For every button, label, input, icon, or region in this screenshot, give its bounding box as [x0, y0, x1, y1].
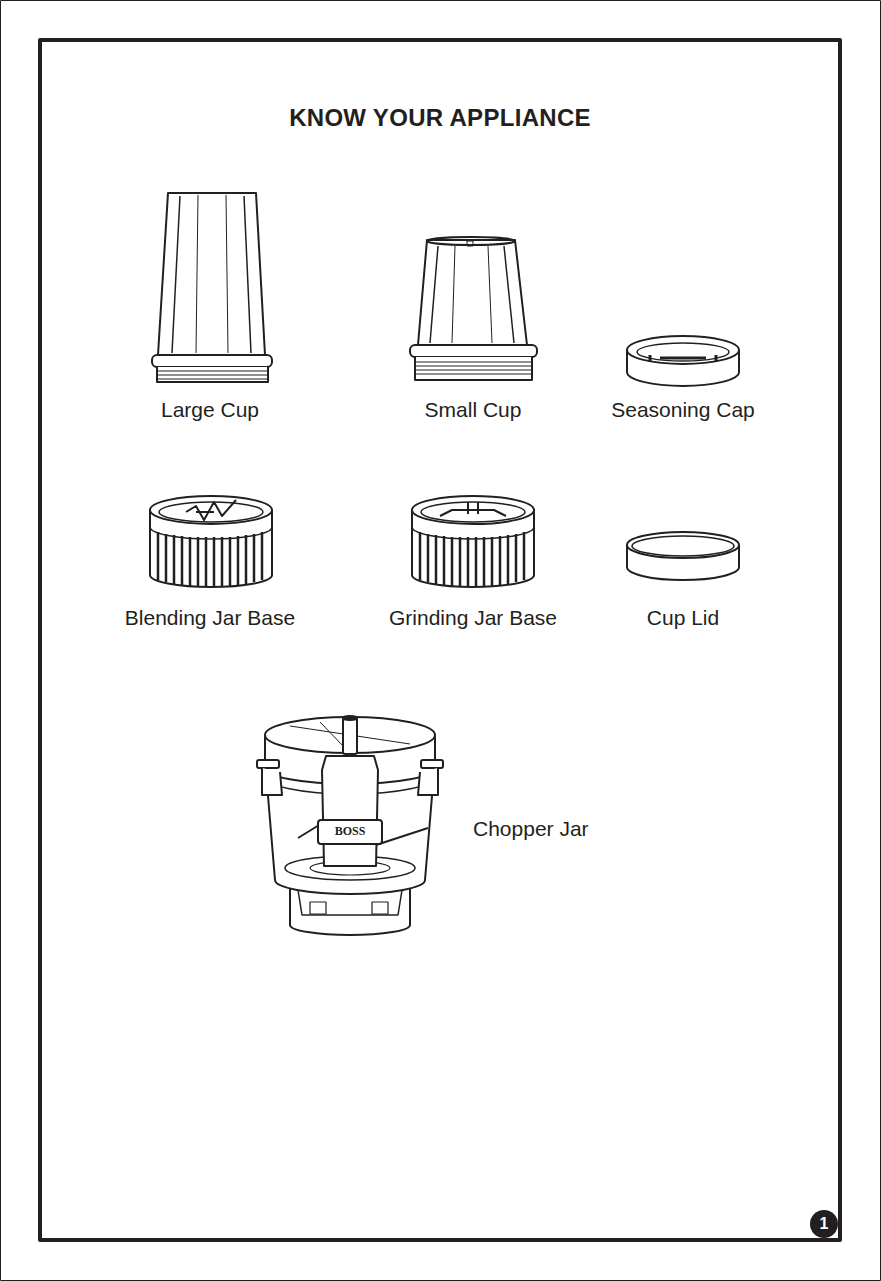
brand-mark: BOSS — [333, 824, 368, 839]
page-number-disc: 1 — [810, 1210, 838, 1238]
part-name: Seasoning Cap — [611, 398, 755, 422]
blending-base-drawing — [150, 496, 272, 587]
label-text: Chopper Jar — [473, 817, 589, 840]
chopper-jar-drawing — [257, 716, 443, 935]
part-name: Chopper Jar — [473, 817, 589, 841]
label-text: Cup Lid — [647, 606, 719, 629]
small-cup-drawing — [410, 237, 537, 380]
part-name: Large Cup — [161, 398, 259, 422]
part-name: Small Cup — [425, 398, 522, 422]
label-text: Grinding Jar Base — [389, 606, 557, 629]
large-cup-drawing — [152, 193, 272, 382]
label-text: Blending Jar Base — [125, 606, 295, 629]
title-text: KNOW YOUR APPLIANCE — [289, 104, 591, 131]
grinding-base-drawing — [412, 496, 534, 587]
cup-lid-drawing — [627, 532, 739, 580]
label-text: Large Cup — [161, 398, 259, 421]
page-number: 1 — [820, 1215, 829, 1233]
label-text: Small Cup — [425, 398, 522, 421]
part-name: Grinding Jar Base — [389, 606, 557, 630]
part-name: Cup Lid — [647, 606, 719, 630]
part-name: Blending Jar Base — [125, 606, 295, 630]
seasoning-cap-drawing — [627, 336, 739, 386]
label-text: BOSS — [335, 824, 366, 838]
page-title: KNOW YOUR APPLIANCE — [289, 104, 591, 132]
page-frame — [40, 40, 840, 1240]
label-text: Seasoning Cap — [611, 398, 755, 421]
